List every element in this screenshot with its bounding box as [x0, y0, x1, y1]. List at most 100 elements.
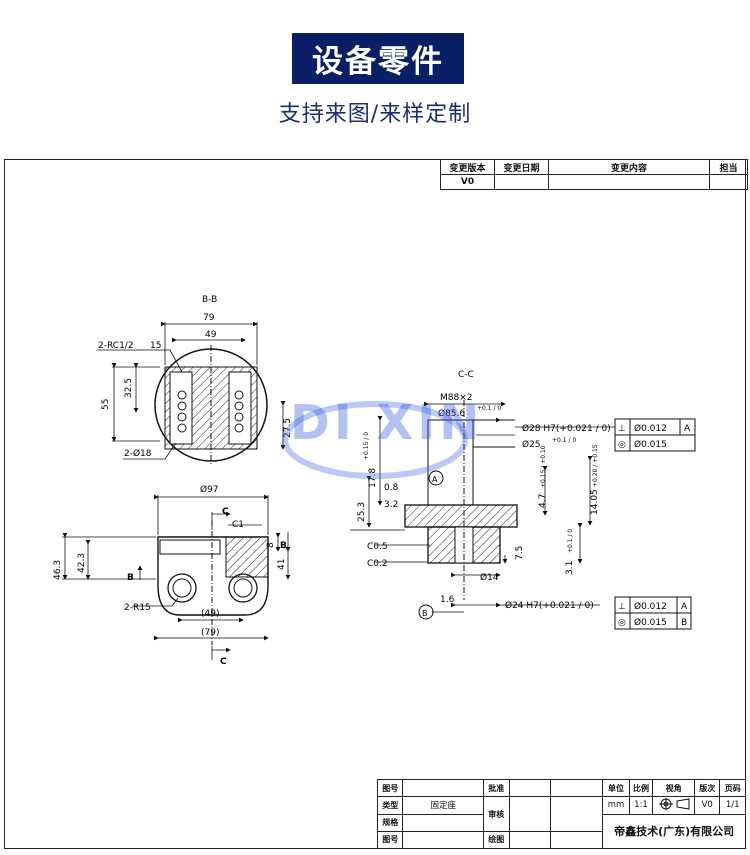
revision-table: 变更版本 变更日期 变更内容 担当 V0 — [440, 159, 748, 190]
tb-val-unit: mm — [602, 796, 630, 815]
title-block: 图号 批准 单位 比例 视角 版次 页码 类型 固定座 审核 mm 1:1 V0… — [376, 778, 746, 850]
gdt-bottom-ref-2: B — [681, 618, 687, 628]
tb-col-rev: 版次 — [693, 778, 721, 798]
gdt-top-ref-1: A — [684, 424, 691, 434]
dim-d25: Ø25 — [522, 439, 541, 450]
dim-3-2: 3.2 — [384, 500, 398, 510]
dim-79-bb: 79 — [203, 313, 215, 323]
dim-3-1-tol: +0.1 / 0 — [567, 529, 574, 553]
tb-cell-spec — [402, 813, 485, 832]
tb-val-page: 1/1 — [719, 796, 746, 815]
tb-col-unit: 单位 — [602, 778, 630, 798]
gdt-bottom-val-1: Ø0.012 — [634, 601, 667, 612]
gdt-top-val-1: Ø0.012 — [634, 423, 667, 434]
tb-cell-a — [550, 778, 604, 798]
dim-d28: Ø28 H7(+0.021 / 0) — [522, 423, 611, 434]
tb-cell-c — [550, 830, 604, 850]
dim-d14: Ø14 — [480, 572, 499, 583]
dim-c0-5: C0.5 — [367, 542, 388, 552]
tb-val-rev: V0 — [693, 796, 721, 815]
dim-4-7-tol: +0.15 / +0.10 — [540, 445, 547, 488]
dim-d24: Ø24 H7(+0.021 / 0) — [505, 600, 594, 611]
projection-symbol-icon — [658, 797, 690, 810]
section-cc-view — [404, 400, 518, 600]
front-view — [157, 520, 269, 645]
dim-46-3: 46.3 — [53, 560, 63, 580]
tb-cell-drawno — [402, 778, 485, 798]
tb-cell-type: 固定座 — [402, 796, 485, 815]
dim-2-r15: 2-R15 — [124, 603, 151, 613]
datum-b-label: B — [422, 609, 428, 618]
company-name: 帝鑫技术(广东)有限公司 — [602, 813, 746, 849]
tb-col-page: 页码 — [719, 778, 746, 798]
tb-col-view: 视角 — [652, 778, 695, 798]
dim-d25-tol: +0.1 / 0 — [552, 437, 576, 444]
tb-label-approve: 批准 — [483, 778, 510, 798]
tb-label-type: 类型 — [376, 796, 404, 815]
dim-49-paren: (49) — [201, 609, 219, 619]
dim-17-8: 17.8 — [368, 468, 378, 488]
cut-b-left: B — [127, 573, 134, 583]
tb-label-draw: 绘图 — [483, 830, 510, 850]
tb-label-review: 审核 — [483, 796, 510, 832]
gdt-bottom-sym-1: ⊥ — [618, 602, 626, 612]
section-bb-label: B-B — [202, 295, 217, 305]
dim-55: 55 — [101, 399, 111, 410]
dim-m88: M88×2 — [440, 393, 472, 403]
gdt-bottom-ref-1: A — [681, 602, 688, 612]
watermark-logo: DI XIN — [290, 395, 484, 451]
tb-cell-approve — [508, 778, 552, 798]
dim-0-8: 0.8 — [384, 483, 399, 493]
dim-3-1: 3.1 — [565, 561, 575, 575]
cut-b-right: B — [280, 541, 287, 551]
dim-2-d18: 2-Ø18 — [124, 448, 152, 459]
datum-a-label: A — [432, 475, 438, 484]
dim-14-05-tol: +0.20 / +0.15 — [592, 444, 599, 487]
dim-roughness-1-6: 1.6 — [440, 595, 455, 605]
section-bb-view — [154, 345, 268, 465]
tb-label-drawno: 图号 — [376, 778, 404, 798]
tb-cell-review — [508, 796, 552, 832]
dim-17-8-tol: +0.15 / 0 — [363, 432, 370, 460]
watermark-swoosh — [282, 401, 468, 479]
tb-col-scale: 比例 — [628, 778, 654, 798]
gdt-top-sym-1: ⊥ — [618, 424, 626, 434]
page-subtitle: 支持来图/来样定制 — [278, 102, 472, 127]
dim-27-5: 27.5 — [283, 418, 293, 438]
dim-d97: Ø97 — [200, 484, 219, 495]
dim-7-5: 7.5 — [515, 546, 525, 560]
tb-label-spec: 规格 — [376, 813, 404, 832]
datum-a-bubble — [428, 470, 444, 486]
gdt-top-sym-2: ◎ — [618, 440, 626, 450]
tb-cell-draw — [508, 830, 552, 850]
dim-32-5: 32.5 — [124, 378, 134, 398]
cut-c-top: C — [222, 507, 229, 517]
dim-d85-6-tol: +0.1 / 0 — [477, 405, 501, 412]
section-cc-label: C-C — [458, 370, 474, 380]
tb-cell-drawno2 — [402, 830, 485, 850]
dim-14-05: 14.05 — [590, 489, 600, 515]
page-title: 设备零件 — [292, 33, 464, 84]
datum-b-bubble — [418, 604, 434, 620]
dim-c0-2: C0.2 — [367, 559, 388, 569]
dim-25-3: 25.3 — [357, 502, 367, 522]
tb-cell-b — [550, 796, 604, 832]
gdt-frame-bottom — [614, 596, 692, 630]
tb-val-scale: 1:1 — [628, 796, 654, 815]
rev-cell-version: V0 — [440, 174, 495, 190]
rev-cell-owner — [709, 174, 748, 190]
dim-42-3: 42.3 — [77, 553, 87, 573]
dim-49-bb: 49 — [205, 330, 217, 340]
gdt-top-val-2: Ø0.015 — [634, 439, 667, 450]
dim-4-7: 4.7 — [538, 494, 548, 508]
dim-d85-6: Ø85.6 — [438, 408, 465, 419]
gdt-frame-top — [614, 418, 696, 452]
dim-c1: C1 — [232, 520, 244, 530]
drawing-sheet — [4, 159, 746, 849]
dim-79-paren: (79) — [201, 628, 219, 638]
tb-val-view — [652, 796, 695, 815]
dim-rc-depth: 15 — [150, 341, 161, 351]
dim-8: 8 — [266, 542, 276, 548]
tb-label-drawno2: 图号 — [376, 830, 404, 850]
dim-41: 41 — [277, 559, 287, 570]
